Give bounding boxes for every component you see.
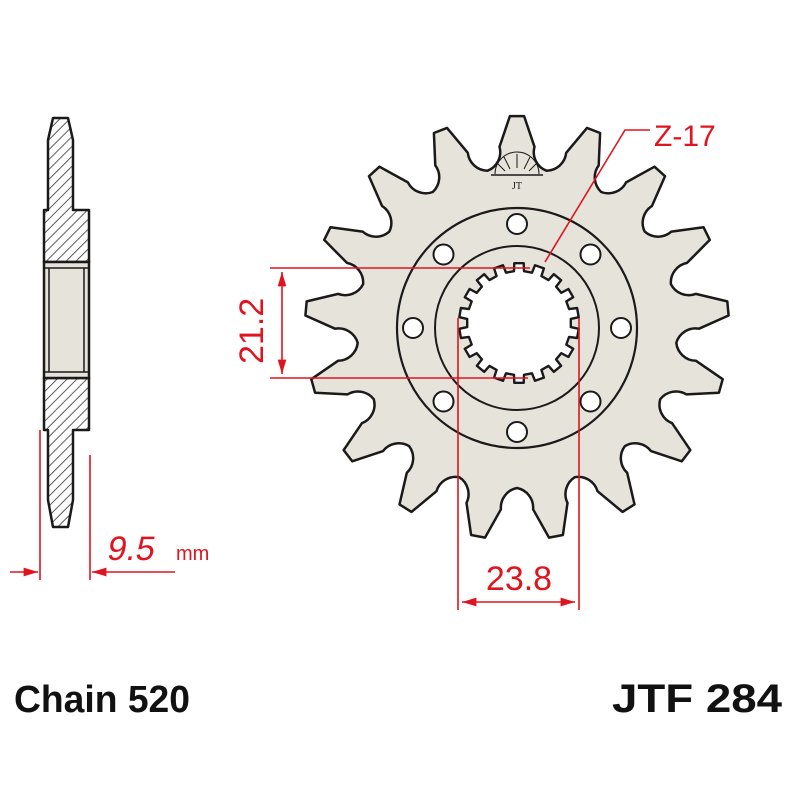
bolt-hole <box>579 390 602 413</box>
spline-height-label: 21.2 <box>233 298 271 364</box>
bolt-holes <box>402 213 632 443</box>
thickness-dimension: 9.5 mm <box>10 430 209 580</box>
part-number-label: JTF 284 <box>612 677 783 721</box>
hub-ring <box>395 206 639 450</box>
bolt-hole <box>610 317 632 339</box>
side-profile-lower-tooth <box>42 376 91 529</box>
spline-height-dimension: 21.2 <box>233 267 530 379</box>
side-profile-view <box>42 116 91 529</box>
bolt-circle <box>434 245 600 411</box>
spline-bore <box>458 262 580 384</box>
side-profile-upper-tooth <box>42 116 91 264</box>
tooth-count-callout: Z-17 <box>544 120 716 263</box>
side-profile-hub <box>42 260 91 380</box>
bolt-hole <box>432 243 455 266</box>
bolt-hole <box>506 213 528 235</box>
bolt-hole <box>506 421 528 443</box>
bolt-hole <box>402 317 424 339</box>
chain-size-label: Chain 520 <box>14 679 190 721</box>
spline-width-dimension: 23.8 <box>457 318 580 610</box>
bolt-hole <box>579 243 602 266</box>
spline-width-label: 23.8 <box>486 560 552 598</box>
jt-logo-icon: JT <box>491 151 543 192</box>
thickness-value-label: 9.5 <box>105 530 159 568</box>
svg-text:JT: JT <box>512 181 522 192</box>
thickness-unit-label: mm <box>176 543 209 565</box>
bolt-hole <box>432 390 455 413</box>
tooth-count-label: Z-17 <box>654 120 716 153</box>
front-view: JT <box>304 114 730 539</box>
